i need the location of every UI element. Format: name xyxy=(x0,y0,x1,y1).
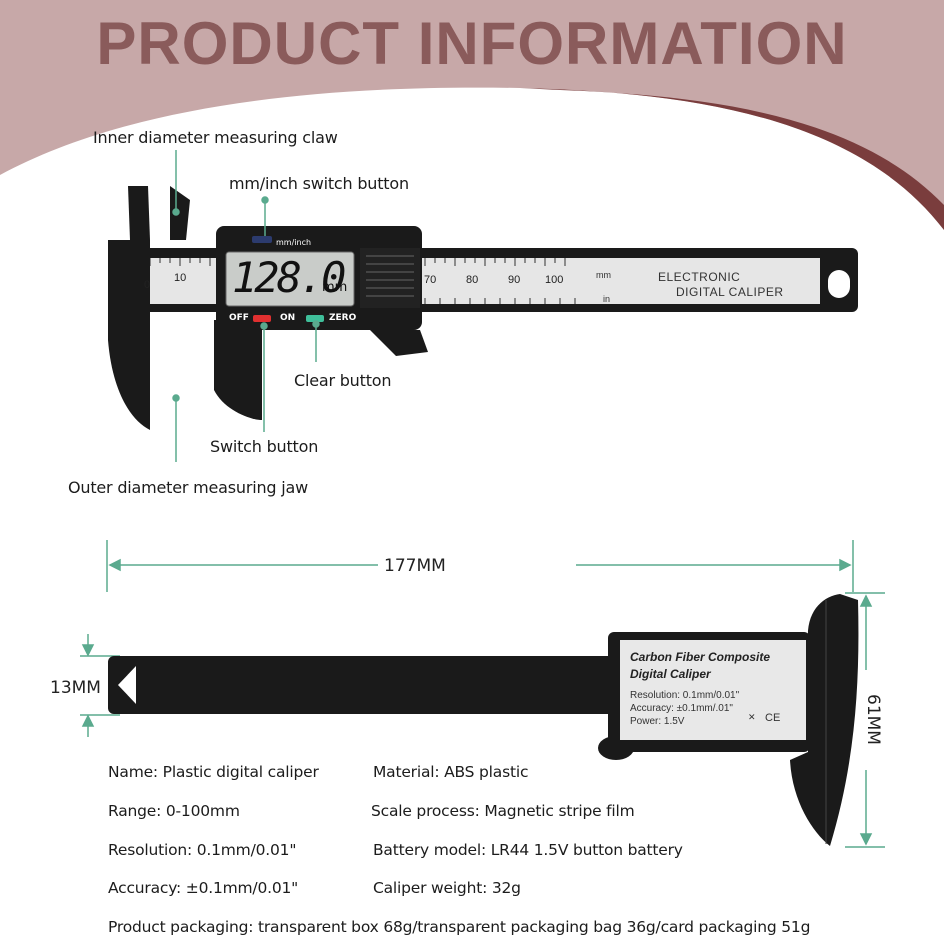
caliper-back-jaw xyxy=(790,594,859,846)
scale-in-label: in xyxy=(603,294,611,304)
scale-number: 100 xyxy=(545,274,564,286)
ce-mark: CE xyxy=(765,712,781,724)
lcd-unit: mm xyxy=(322,280,348,295)
spec-material: Material: ABS plastic xyxy=(373,763,529,781)
dimension-thickness: 13MM xyxy=(50,678,101,698)
inner-claw-fixed xyxy=(128,186,150,240)
scale-mm-label: mm xyxy=(596,270,611,280)
zero-label: ZERO xyxy=(329,313,357,323)
banner-background xyxy=(0,0,944,230)
mm-inch-button xyxy=(252,236,272,243)
scale-number: 80 xyxy=(466,274,479,286)
callout-mm-inch-button: mm/inch switch button xyxy=(229,174,409,193)
caliper-back-label xyxy=(620,640,806,740)
callout-clear-button: Clear button xyxy=(294,371,392,390)
off-on-button xyxy=(253,315,271,322)
callout-switch-button: Switch button xyxy=(210,437,319,456)
scale-number: 70 xyxy=(424,274,437,286)
callout-inner-claw: Inner diameter measuring claw xyxy=(93,128,338,147)
scale-number: 0 xyxy=(144,279,151,291)
spec-battery: Battery model: LR44 1.5V button battery xyxy=(373,841,683,859)
mm-inch-label: mm/inch xyxy=(276,238,312,247)
scale-number: 90 xyxy=(508,274,521,286)
off-label: OFF xyxy=(229,313,249,323)
dimension-length: 177MM xyxy=(384,556,446,576)
spec-scale-process: Scale process: Magnetic stripe film xyxy=(371,802,635,820)
outer-jaw-fixed xyxy=(108,240,150,430)
spec-name: Name: Plastic digital caliper xyxy=(108,763,319,781)
lcd-display xyxy=(225,251,355,307)
callout-outer-jaw: Outer diameter measuring jaw xyxy=(68,478,308,497)
on-label: ON xyxy=(280,313,296,323)
spec-accuracy: Accuracy: ±0.1mm/0.01" xyxy=(108,879,299,897)
spec-packaging: Product packaging: transparent box 68g/t… xyxy=(108,918,811,936)
spec-resolution: Resolution: 0.1mm/0.01" xyxy=(108,841,297,859)
brand-line-1: ELECTRONIC xyxy=(658,270,741,284)
zero-button xyxy=(306,315,324,322)
weee-icon: ✕ xyxy=(748,712,756,722)
lcd-reading: 128.0 xyxy=(232,253,346,302)
dimension-height: 61MM xyxy=(863,694,883,745)
back-label-resolution: Resolution: 0.1mm/0.01" xyxy=(630,690,740,701)
scale-number: 10 xyxy=(174,272,187,284)
back-label-line-1: Carbon Fiber Composite xyxy=(630,650,771,664)
back-label-line-2: Digital Caliper xyxy=(630,667,711,681)
back-label-power: Power: 1.5V xyxy=(630,716,685,727)
brand-line-2: DIGITAL CALIPER xyxy=(676,285,784,299)
caliper-front-image xyxy=(108,150,858,462)
spec-weight: Caliper weight: 32g xyxy=(373,879,521,897)
back-label-accuracy: Accuracy: ±0.1mm/.01" xyxy=(630,703,733,714)
caliper-back-beam xyxy=(108,656,628,714)
spec-range: Range: 0-100mm xyxy=(108,802,240,820)
outer-jaw-slider xyxy=(214,320,262,420)
page-title: PRODUCT INFORMATION xyxy=(96,10,848,77)
